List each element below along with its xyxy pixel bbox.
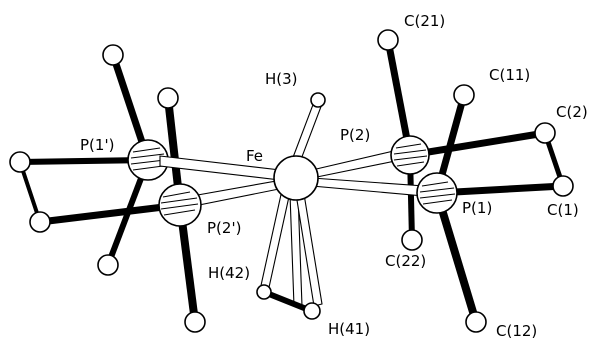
atom-p2 [390,135,430,175]
label-p2p: P(2') [207,219,241,237]
label-c21: C(21) [404,12,445,30]
atom-c21 [377,29,399,51]
left-carbon-atoms [9,44,206,333]
bond-p1-c12 [433,191,480,324]
atom-c-left-top [102,44,124,66]
label-h3: H(3) [265,70,298,88]
atom-c2 [534,122,556,144]
bonds-fe-hydrogen [259,101,323,315]
atom-p2p [158,183,202,227]
atom-fe [273,155,319,201]
atom-c-left-lowest [184,311,206,333]
hydrogen-atoms [256,92,326,320]
bond-fe-p2p [191,179,285,207]
label-c22: C(22) [385,252,426,270]
atom-h3 [310,92,326,108]
bond-fe-h42 [259,189,291,293]
bond-fe-p2 [311,149,401,179]
bond-p1-c1 [436,182,564,197]
label-c12: C(12) [496,322,537,340]
atom-c-left-ring-top [9,151,31,173]
bond-p2p-left-carbon [39,201,181,226]
atom-c11 [453,84,475,106]
atom-c12 [465,311,487,333]
label-p1p: P(1') [80,136,114,154]
atom-c-left-mid-top [157,87,179,109]
label-p2: P(2) [340,126,370,144]
label-h42: H(42) [208,264,250,282]
label-h41: H(41) [328,320,370,338]
atom-c1 [552,175,574,197]
bond-fe-h3 [291,101,323,163]
atom-labels: P(1') P(2') Fe H(3) H(42) H(41) P(2) P(1… [80,12,588,340]
atom-c-left-ring-bottom [29,211,51,233]
label-c2: C(2) [556,103,588,121]
atom-c-left-bottom [97,254,119,276]
label-fe: Fe [246,147,263,165]
right-carbon-atoms [377,29,574,333]
bond-p1p-left-carbon [19,157,149,165]
bond-fe-p1 [311,177,425,197]
label-c1: C(1) [547,201,579,219]
bonds-fe-right-front [311,177,425,197]
bonds-fe-right [311,149,401,179]
label-p1: P(1) [462,199,492,217]
label-c11: C(11) [489,66,530,84]
atom-h41 [303,302,321,320]
atom-p1 [416,172,458,214]
atom-c22 [401,229,423,251]
atom-h42 [256,284,272,300]
bond-p2-c2 [409,129,546,159]
